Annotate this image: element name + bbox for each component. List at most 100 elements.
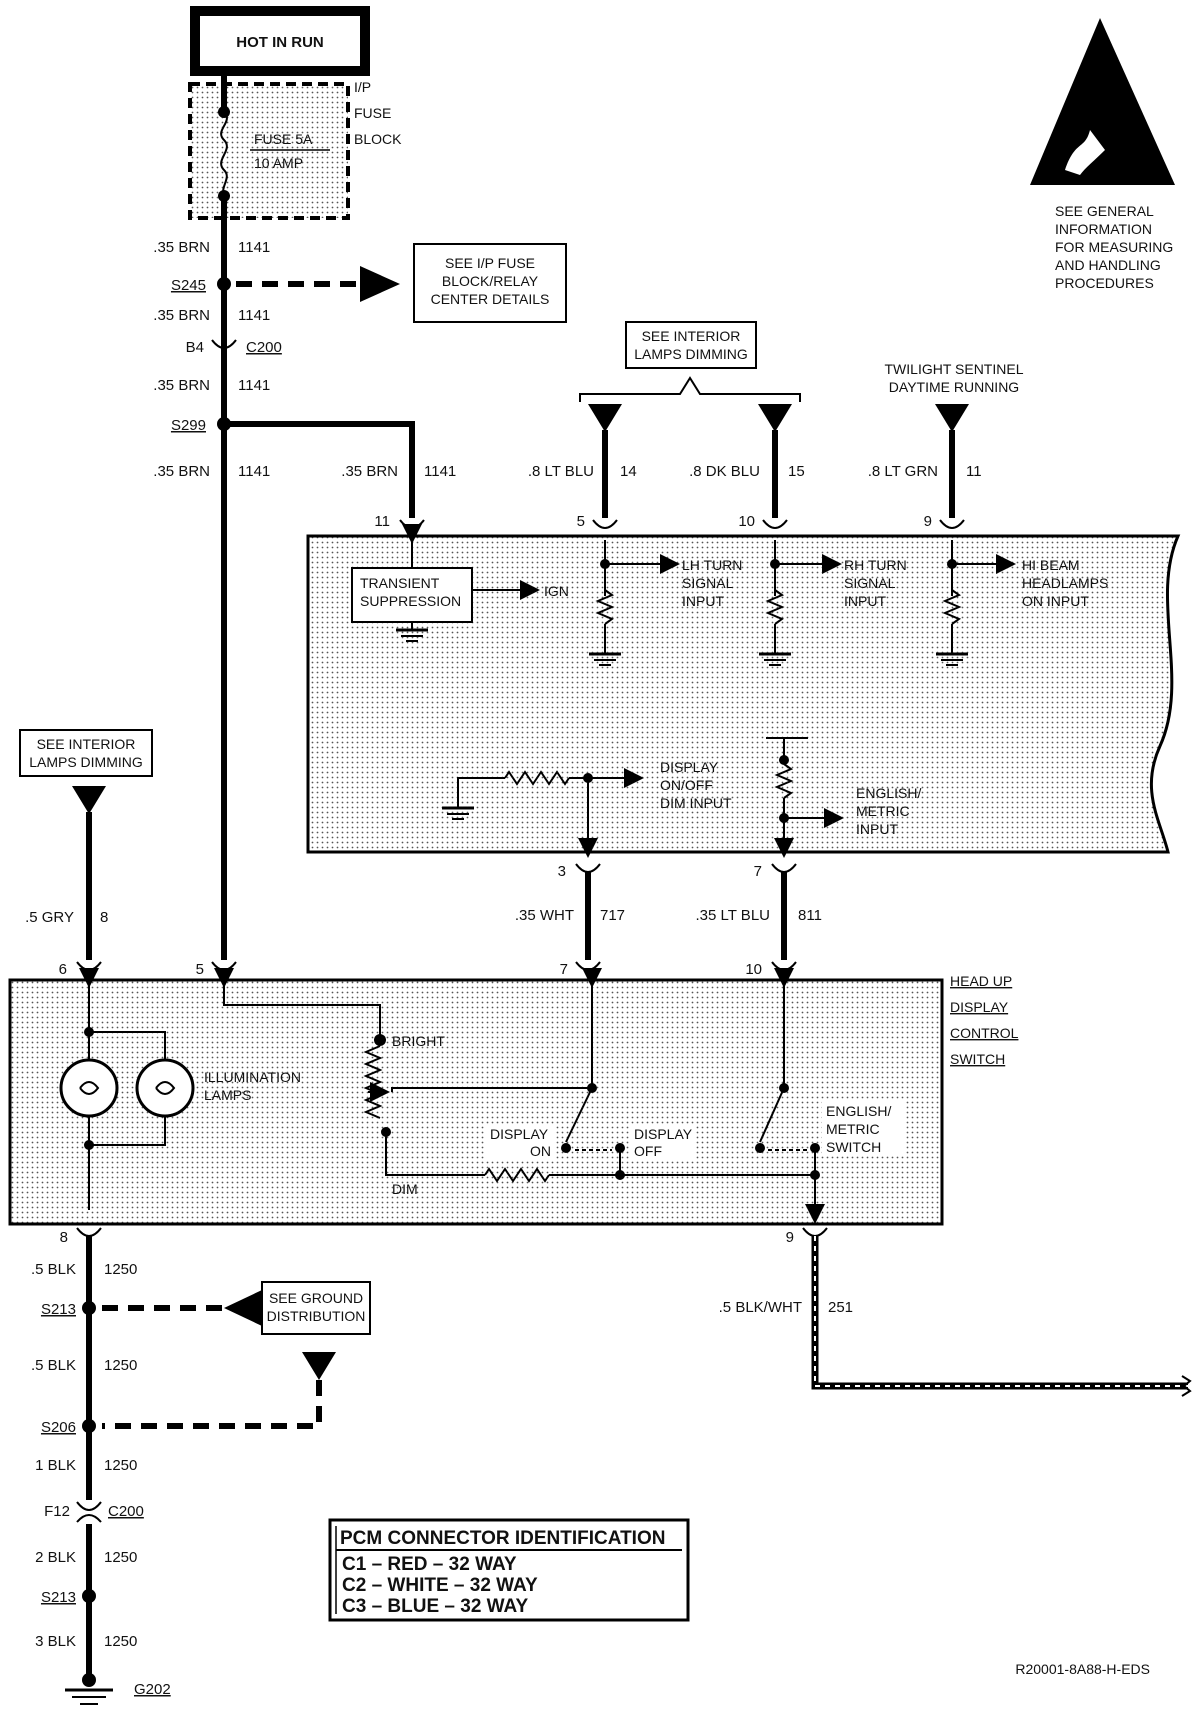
- gray-wire-circuit: 8: [100, 909, 108, 926]
- input-rh-label-2: SIGNAL: [844, 575, 896, 591]
- input-rh-gauge: .8 DK BLU: [689, 463, 760, 480]
- input-lh-label-2: SIGNAL: [682, 575, 734, 591]
- gnd-conn-name: C200: [108, 1503, 144, 1520]
- ref-ip-fuse-3: CENTER DETAILS: [431, 291, 550, 307]
- gnd-s206: S206: [41, 1419, 76, 1436]
- ref-ground-1: SEE GROUND: [269, 1290, 363, 1306]
- esd-note-2: INFORMATION: [1055, 221, 1152, 237]
- ip-fuse-block: FUSE 5A 10 AMP I/P FUSE BLOCK: [188, 76, 402, 220]
- feed-gauge-4: .35 BRN: [153, 463, 210, 480]
- display-on-1: DISPLAY: [490, 1126, 549, 1142]
- ign-label: IGN: [544, 583, 569, 599]
- esd-warning-icon: [1030, 18, 1175, 185]
- input-rh-label-1: RH TURN: [844, 557, 907, 573]
- feed-gauge-3: .35 BRN: [153, 377, 210, 394]
- fuse-block-label-2: FUSE: [354, 105, 391, 121]
- lamps-label-2: LAMPS: [204, 1087, 251, 1103]
- pcm-row-1: C1 – RED – 32 WAY: [342, 1554, 517, 1575]
- hud-control-switch: 6 5 7 10 HEAD UP DISPLAY CONTROL SWITCH …: [8, 961, 1019, 1226]
- module-pin-english: 7: [754, 863, 762, 880]
- ref-interior-left-1: SEE INTERIOR: [37, 736, 136, 752]
- ref-ip-fuse-1: SEE I/P FUSE: [445, 255, 535, 271]
- feed-gauge-1: .35 BRN: [153, 239, 210, 256]
- ground-chain: 8 .5 BLK 1250 S213 SEE GROUND DISTRIBUTI…: [31, 1227, 371, 1705]
- gnd-g202: G202: [134, 1681, 171, 1698]
- display-off-2: OFF: [634, 1143, 662, 1159]
- english-wire-circuit: 811: [798, 907, 822, 924]
- gnd-w2-circuit: 1250: [104, 1357, 137, 1374]
- fuse-block-label-1: I/P: [354, 79, 371, 95]
- input-lh-circuit: 14: [620, 463, 637, 480]
- display-wire-circuit: 717: [600, 907, 625, 924]
- esd-note-5: PROCEDURES: [1055, 275, 1154, 291]
- ref-interior-top-2: LAMPS DIMMING: [634, 346, 748, 362]
- gnd-w5-gauge: 3 BLK: [35, 1633, 76, 1650]
- wire-251-circuit: 251: [828, 1299, 853, 1316]
- lamps-label-1: ILLUMINATION: [204, 1069, 301, 1085]
- english-switch-3: SWITCH: [826, 1139, 881, 1155]
- input-wire-rh: .8 DK BLU 15: [689, 404, 805, 518]
- input-rh-label-3: INPUT: [844, 593, 886, 609]
- gnd-conn-pin: F12: [44, 1503, 70, 1520]
- main-feed-wire: .35 BRN 1141 S245 SEE I/P FUSE BLOCK/REL…: [153, 196, 567, 960]
- feed-circuit-2: 1141: [238, 307, 270, 324]
- transient-2: SUPPRESSION: [360, 593, 461, 609]
- feed-circuit-3: 1141: [238, 377, 270, 394]
- english-switch-1: ENGLISH/: [826, 1103, 891, 1119]
- input-hibeam-label-1: HI BEAM: [1022, 557, 1080, 573]
- display-input-3: DIM INPUT: [660, 795, 732, 811]
- feed-gauge-5: .35 BRN: [341, 463, 398, 480]
- feed-circuit-1: 1141: [238, 239, 270, 256]
- module-pin-hibeam: 9: [924, 513, 932, 530]
- esd-warning: SEE GENERAL INFORMATION FOR MEASURING AN…: [1030, 18, 1175, 291]
- display-off-1: DISPLAY: [634, 1126, 693, 1142]
- module-pin-lh: 5: [577, 513, 585, 530]
- gnd-w2-gauge: .5 BLK: [31, 1357, 76, 1374]
- hot-in-run-label: HOT IN RUN: [236, 34, 324, 51]
- bright-label: BRIGHT: [392, 1033, 445, 1049]
- ref-interior-top-1: SEE INTERIOR: [642, 328, 741, 344]
- mid-wires: 3 7 .35 WHT 717 .35 LT BLU 811: [515, 863, 822, 960]
- input-lh-label-3: INPUT: [682, 593, 724, 609]
- input-lh-gauge: .8 LT BLU: [528, 463, 594, 480]
- input-hibeam-label-3: ON INPUT: [1022, 593, 1089, 609]
- ref-twilight: TWILIGHT SENTINEL DAYTIME RUNNING: [885, 361, 1024, 395]
- module-pin-rh: 10: [738, 513, 755, 530]
- english-input-2: METRIC: [856, 803, 910, 819]
- splice-s299: S299: [171, 417, 206, 434]
- switch-name-2: DISPLAY: [950, 999, 1009, 1015]
- switch-pin-ground: 8: [60, 1229, 68, 1246]
- ref-twilight-1: TWILIGHT SENTINEL: [885, 361, 1024, 377]
- gnd-w4-gauge: 2 BLK: [35, 1549, 76, 1566]
- switch-pin-display: 7: [560, 961, 568, 978]
- fuse-rating: 10 AMP: [254, 155, 303, 171]
- switch-name-1: HEAD UP: [950, 973, 1012, 989]
- ref-twilight-2: DAYTIME RUNNING: [889, 379, 1019, 395]
- input-hibeam-circuit: 11: [966, 463, 982, 480]
- conn-b4-pin: B4: [186, 339, 204, 356]
- gnd-w3-gauge: 1 BLK: [35, 1457, 76, 1474]
- gnd-w1-gauge: .5 BLK: [31, 1261, 76, 1278]
- input-wire-hibeam: .8 LT GRN 11: [868, 404, 982, 518]
- display-on-2: ON: [530, 1143, 551, 1159]
- ref-ground-2: DISTRIBUTION: [267, 1308, 366, 1324]
- hot-in-run-block: HOT IN RUN: [190, 6, 370, 76]
- ref-ip-fuse-2: BLOCK/RELAY: [442, 273, 539, 289]
- input-hibeam-label-2: HEADLAMPS: [1022, 575, 1108, 591]
- switch-name-3: CONTROL: [950, 1025, 1019, 1041]
- display-input-1: DISPLAY: [660, 759, 719, 775]
- display-input-2: ON/OFF: [660, 777, 713, 793]
- esd-note-3: FOR MEASURING: [1055, 239, 1173, 255]
- display-wire-gauge: .35 WHT: [515, 907, 574, 924]
- feed-circuit-5: 1141: [424, 463, 456, 480]
- gnd-w4-circuit: 1250: [104, 1549, 137, 1566]
- pcm-row-3: C3 – BLUE – 32 WAY: [342, 1596, 529, 1617]
- esd-note-1: SEE GENERAL: [1055, 203, 1154, 219]
- gnd-w1-circuit: 1250: [104, 1261, 137, 1278]
- module-box: 11 5 10 9 TRANSIENT SUPPRESSION IGN LH T…: [306, 513, 1181, 858]
- module-pin-display: 3: [558, 863, 566, 880]
- fuse-name: FUSE 5A: [254, 131, 313, 147]
- english-switch-2: METRIC: [826, 1121, 880, 1137]
- gnd-w5-circuit: 1250: [104, 1633, 137, 1650]
- ref-interior-left-2: LAMPS DIMMING: [29, 754, 143, 770]
